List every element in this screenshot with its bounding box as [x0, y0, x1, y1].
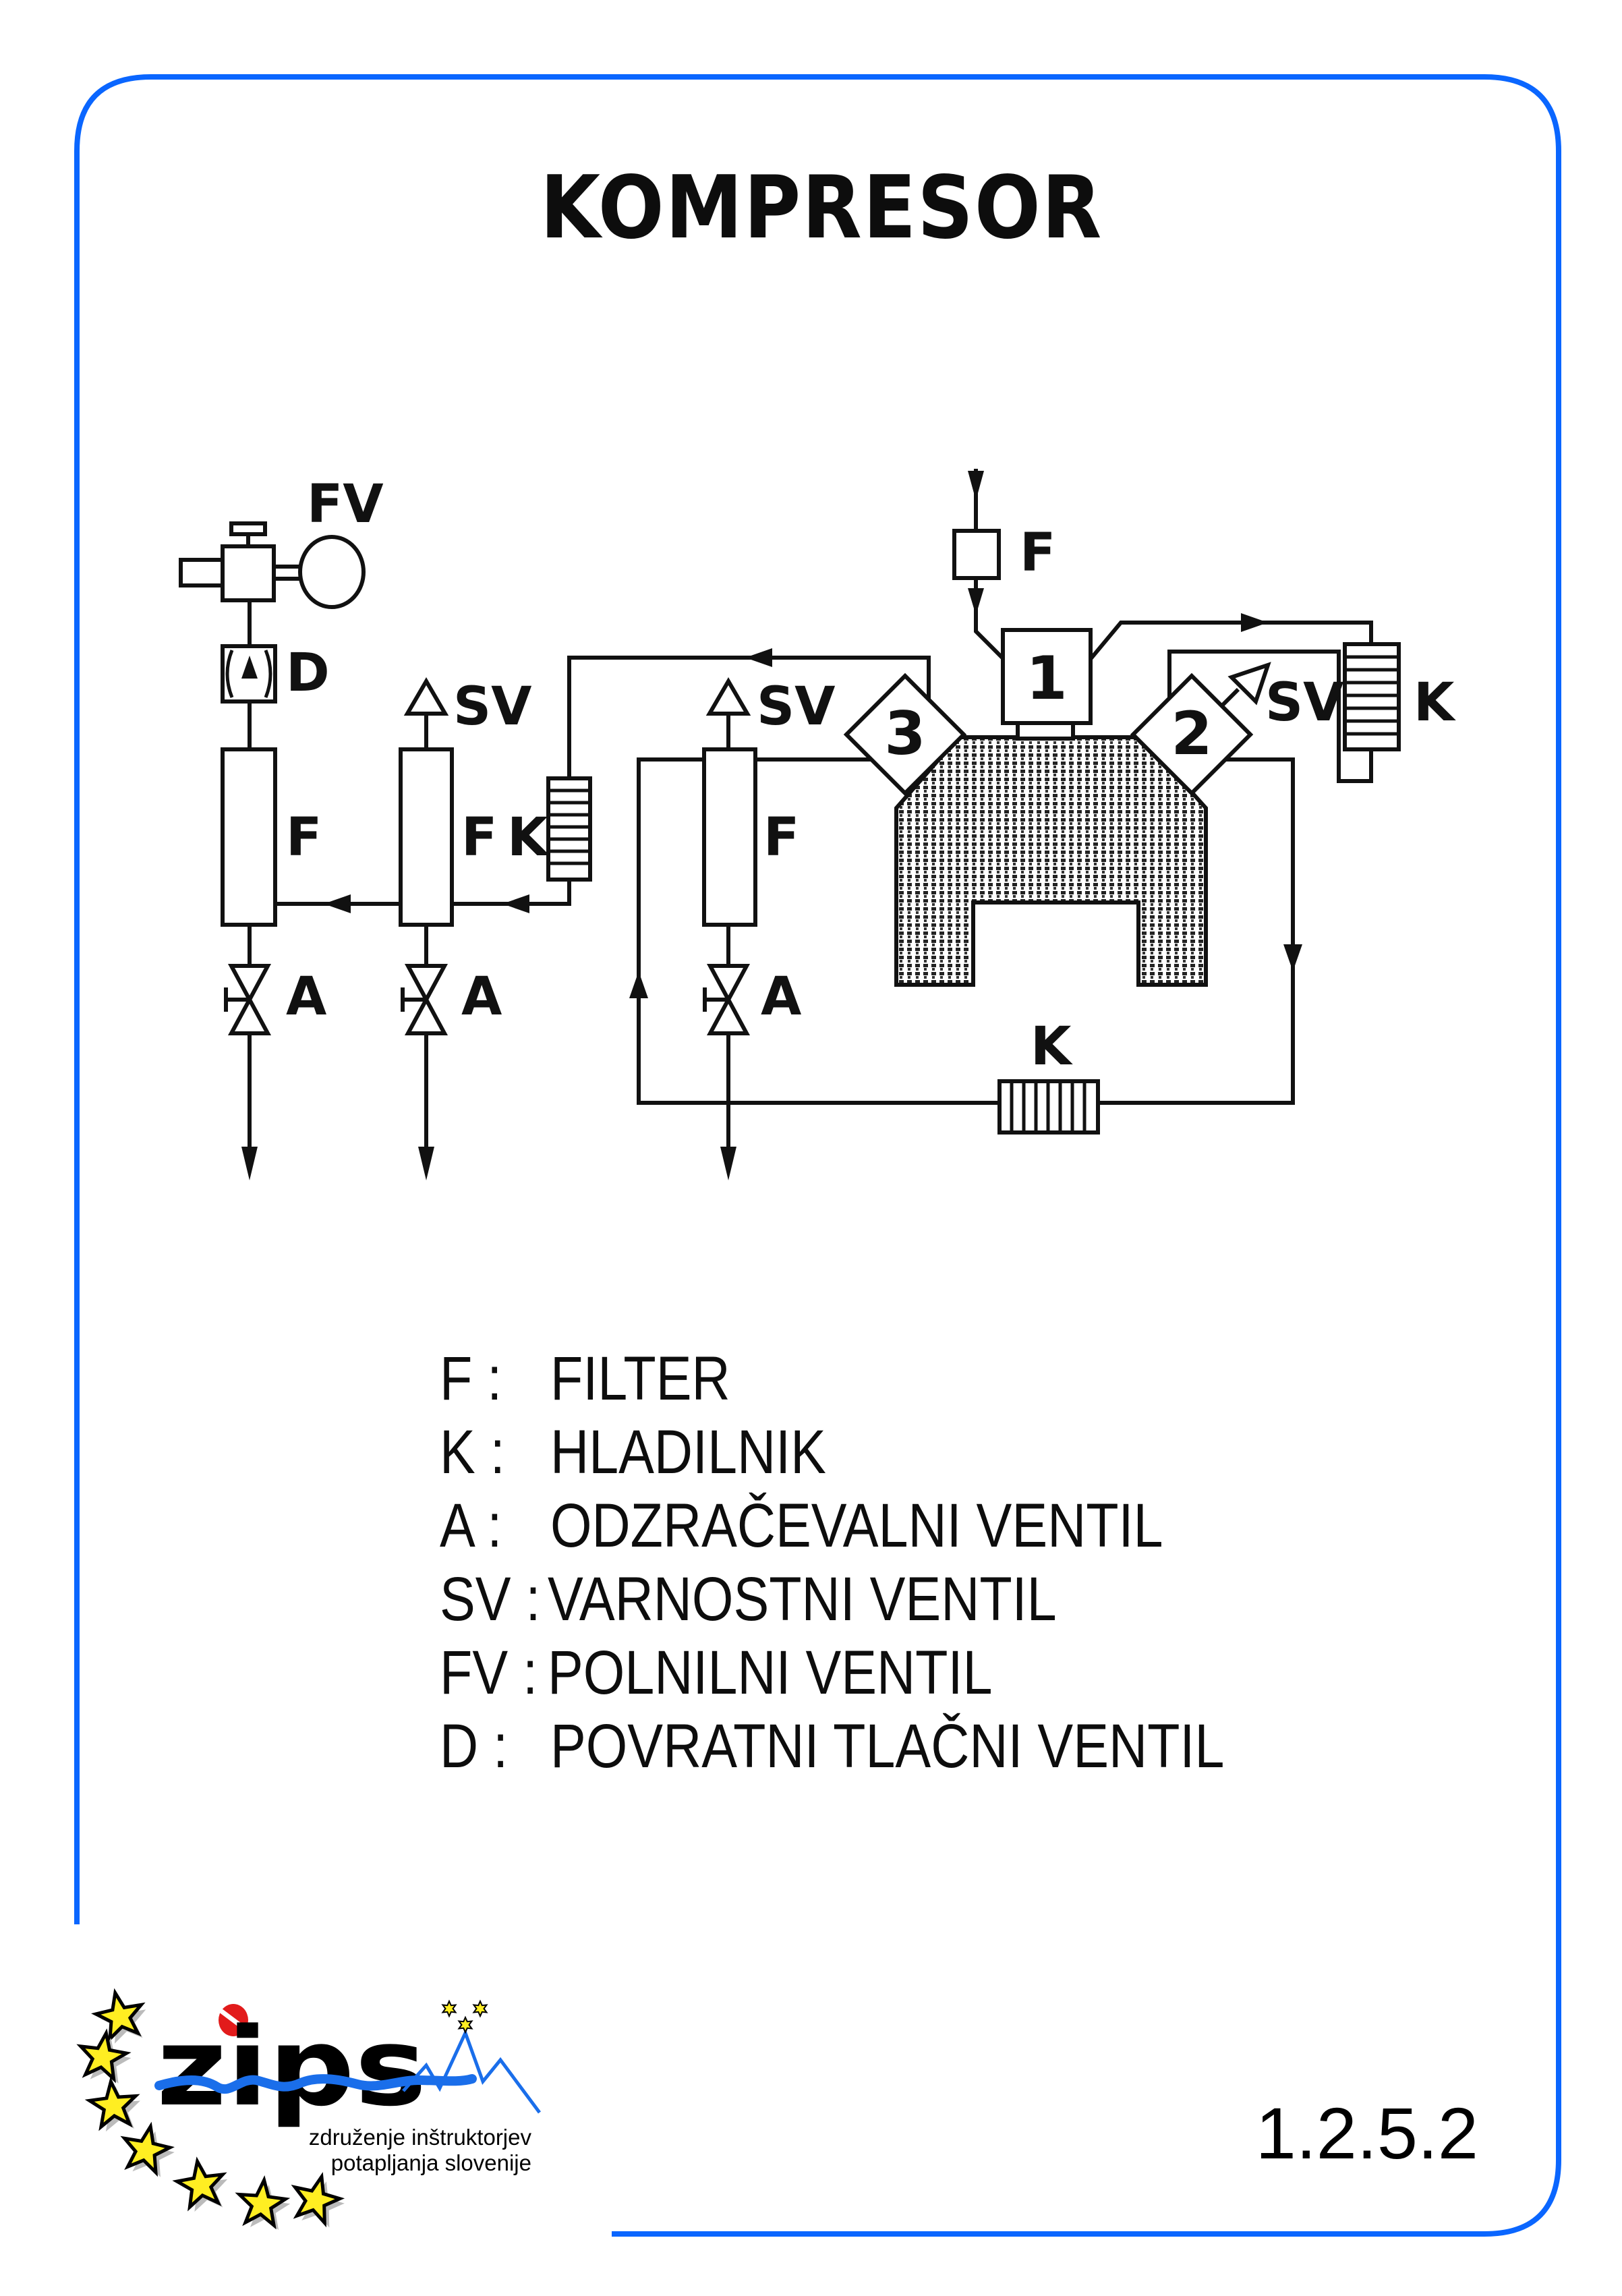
- star-icon: [291, 2172, 345, 2228]
- drain-valve-icon: [703, 964, 751, 1035]
- legend-key: SV :: [440, 1564, 541, 1634]
- stage-number: 3: [884, 699, 925, 768]
- label-sv: SV: [1265, 672, 1344, 733]
- filter-icon: [221, 747, 277, 927]
- label-fv: FV: [307, 474, 384, 535]
- label-sv: SV: [453, 677, 532, 737]
- label-k: K: [507, 807, 550, 868]
- label-a: A: [761, 967, 801, 1027]
- cooler-icon: [1343, 642, 1401, 751]
- legend-item: SV : VARNOSTNI VENTIL: [440, 1564, 1057, 1634]
- flow-arrow-icon: [1283, 944, 1302, 971]
- page-frame: [74, 74, 1561, 2237]
- legend-key: FV :: [440, 1638, 538, 1707]
- logo-org-line2: potapljanja slovenije: [331, 2150, 531, 2175]
- filter-icon: [399, 747, 454, 927]
- filter-icon: [952, 529, 1001, 580]
- label-f: F: [286, 807, 322, 868]
- legend-key: K :: [440, 1417, 505, 1487]
- legend: F : FILTER K : HLADILNIK A : ODZRAČEVALN…: [440, 1344, 1224, 1781]
- label-f: F: [461, 807, 497, 868]
- safety-valve-icon: [1227, 662, 1271, 706]
- flow-arrow-icon: [720, 1147, 736, 1180]
- legend-key: D :: [440, 1711, 508, 1781]
- filling-valve-icon: [179, 521, 366, 609]
- stage-number: 1: [1026, 643, 1067, 713]
- star-icon: [84, 2077, 140, 2131]
- compressor-stage-1: 1: [1001, 613, 1373, 741]
- flow-arrow-icon: [324, 894, 351, 913]
- cooler-icon: [997, 1079, 1100, 1135]
- legend-item: D : POVRATNI TLAČNI VENTIL: [440, 1711, 1224, 1781]
- logo-wordmark: zips: [156, 2005, 427, 2130]
- star-icon: [120, 2121, 175, 2177]
- compressor-diagram: FV D F A: [179, 469, 1456, 1180]
- compressor-stage-3: 3: [843, 672, 967, 797]
- legend-value: HLADILNIK: [550, 1417, 826, 1487]
- label-sv: SV: [757, 677, 836, 737]
- star-icon: [76, 1988, 345, 2231]
- drain-valve-icon: [224, 964, 272, 1035]
- compressor-stage-icon: [843, 672, 967, 797]
- column-right: SV F A: [629, 677, 1000, 1180]
- star-icon: [91, 1988, 146, 2044]
- safety-valve-icon: [403, 677, 449, 716]
- flow-arrow-icon: [629, 971, 648, 998]
- flow-arrow-icon: [1241, 613, 1268, 632]
- legend-key: A :: [440, 1491, 502, 1560]
- legend-value: ODZRAČEVALNI VENTIL: [550, 1491, 1163, 1560]
- column-filling: FV D F A: [179, 474, 384, 1180]
- label-k: K: [1414, 672, 1456, 733]
- check-valve-icon: [221, 644, 277, 704]
- legend-value: POVRATNI TLAČNI VENTIL: [550, 1711, 1224, 1781]
- legend-value: FILTER: [550, 1344, 730, 1413]
- legend-item: A : ODZRAČEVALNI VENTIL: [440, 1491, 1163, 1560]
- small-star-icon: [441, 1999, 457, 2018]
- small-star-icon: [472, 1999, 488, 2018]
- filter-icon: [702, 747, 757, 927]
- stage-number: 2: [1171, 699, 1212, 768]
- small-star-icon: [457, 2015, 473, 2034]
- compressor-stage-icon: [1001, 628, 1093, 725]
- star-icon: [76, 2028, 132, 2084]
- crankcase-icon: [894, 735, 1208, 987]
- flow-arrow-icon: [502, 894, 529, 913]
- logo-org-line1: združenje inštruktorjev: [309, 2125, 532, 2150]
- star-icon: [235, 2175, 291, 2230]
- flow-arrow-icon: [968, 471, 984, 500]
- legend-value: POLNILNI VENTIL: [548, 1638, 993, 1707]
- dive-flag-icon: [218, 2004, 249, 2036]
- label-f: F: [1020, 523, 1055, 583]
- page-number: 1.2.5.2: [1256, 2092, 1478, 2174]
- safety-valve-icon: [705, 677, 751, 716]
- small-star-icon: [441, 1999, 488, 2034]
- flow-arrow-icon: [968, 588, 984, 615]
- page-title: KOMPRESOR: [540, 157, 1103, 258]
- cooler-icon: [546, 776, 592, 882]
- column-middle: SV F K: [275, 648, 931, 1180]
- legend-item: K : HLADILNIK: [440, 1417, 826, 1487]
- flow-arrow-icon: [241, 1147, 258, 1180]
- label-a: A: [461, 967, 502, 1027]
- intake: F: [952, 469, 1055, 661]
- label-f: F: [763, 807, 799, 868]
- legend-value: VARNOSTNI VENTIL: [548, 1564, 1057, 1634]
- label-d: D: [286, 643, 330, 704]
- label-k: K: [1031, 1016, 1073, 1077]
- star-icon: [172, 2156, 227, 2212]
- legend-item: FV : POLNILNI VENTIL: [440, 1638, 993, 1707]
- flow-arrow-icon: [745, 648, 772, 667]
- legend-item: F : FILTER: [440, 1344, 730, 1413]
- compressor-stage-2: 2 SV: [1130, 662, 1344, 797]
- legend-key: F :: [440, 1344, 502, 1413]
- compressor-stage-icon: [1130, 672, 1254, 797]
- label-a: A: [286, 967, 326, 1027]
- zips-logo: zips združenje inštruktorjev potapljanja…: [76, 1988, 542, 2231]
- wave-icon: [154, 2074, 477, 2094]
- drain-valve-icon: [401, 964, 448, 1035]
- flow-arrow-icon: [418, 1147, 434, 1180]
